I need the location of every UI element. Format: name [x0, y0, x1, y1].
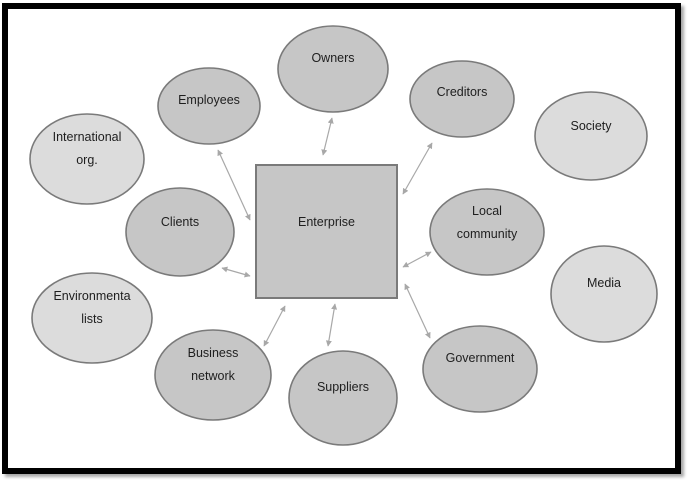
- local-community-label: community: [457, 227, 518, 241]
- node-business-network: Business network: [154, 329, 272, 421]
- suppliers-ellipse: [288, 350, 398, 446]
- business-network-ellipse: [154, 329, 272, 421]
- media-ellipse: [550, 245, 658, 343]
- node-owners: Owners: [277, 25, 389, 113]
- owners-ellipse: [277, 25, 389, 113]
- local-community-label: Local: [472, 204, 502, 218]
- arrow-enterprise-suppliers: [325, 303, 338, 347]
- suppliers-label: Suppliers: [317, 380, 369, 394]
- international-org-label: org.: [76, 153, 98, 167]
- node-local-community: Local community: [429, 188, 545, 276]
- creditors-ellipse: [409, 60, 515, 138]
- arrow-enterprise-employees: [217, 149, 251, 221]
- environmentalists-label: Environmenta: [53, 289, 130, 303]
- employees-label: Employees: [178, 93, 240, 107]
- node-suppliers: Suppliers: [288, 350, 398, 446]
- node-employees: Employees: [157, 67, 261, 145]
- node-environmentalists: Environmenta lists: [31, 272, 153, 364]
- society-ellipse: [534, 91, 648, 181]
- arrow-enterprise-local-community: [402, 251, 432, 268]
- society-label: Society: [571, 119, 613, 133]
- local-community-ellipse: [429, 188, 545, 276]
- enterprise-box: [255, 164, 398, 299]
- owners-label: Owners: [311, 51, 354, 65]
- node-government: Government: [422, 325, 538, 413]
- employees-ellipse: [157, 67, 261, 145]
- business-network-label: Business: [188, 346, 239, 360]
- creditors-label: Creditors: [437, 85, 488, 99]
- environmentalists-ellipse: [31, 272, 153, 364]
- node-international-org: International org.: [29, 113, 145, 205]
- arrow-enterprise-clients: [221, 266, 251, 278]
- node-media: Media: [550, 245, 658, 343]
- connector-arrows: [217, 117, 433, 347]
- node-creditors: Creditors: [409, 60, 515, 138]
- government-label: Government: [446, 351, 515, 365]
- arrow-enterprise-business-network: [263, 305, 286, 347]
- business-network-label: network: [191, 369, 236, 383]
- international-org-ellipse: [29, 113, 145, 205]
- environmentalists-label: lists: [81, 312, 103, 326]
- arrow-enterprise-government: [404, 283, 431, 339]
- arrow-enterprise-creditors: [402, 142, 433, 195]
- clients-label: Clients: [161, 215, 199, 229]
- enterprise-label: Enterprise: [298, 215, 355, 229]
- arrow-enterprise-owners: [321, 117, 334, 156]
- media-label: Media: [587, 276, 621, 290]
- government-ellipse: [422, 325, 538, 413]
- node-enterprise: Enterprise: [255, 164, 398, 299]
- clients-ellipse: [125, 187, 235, 277]
- node-clients: Clients: [125, 187, 235, 277]
- international-org-label: International: [53, 130, 122, 144]
- node-society: Society: [534, 91, 648, 181]
